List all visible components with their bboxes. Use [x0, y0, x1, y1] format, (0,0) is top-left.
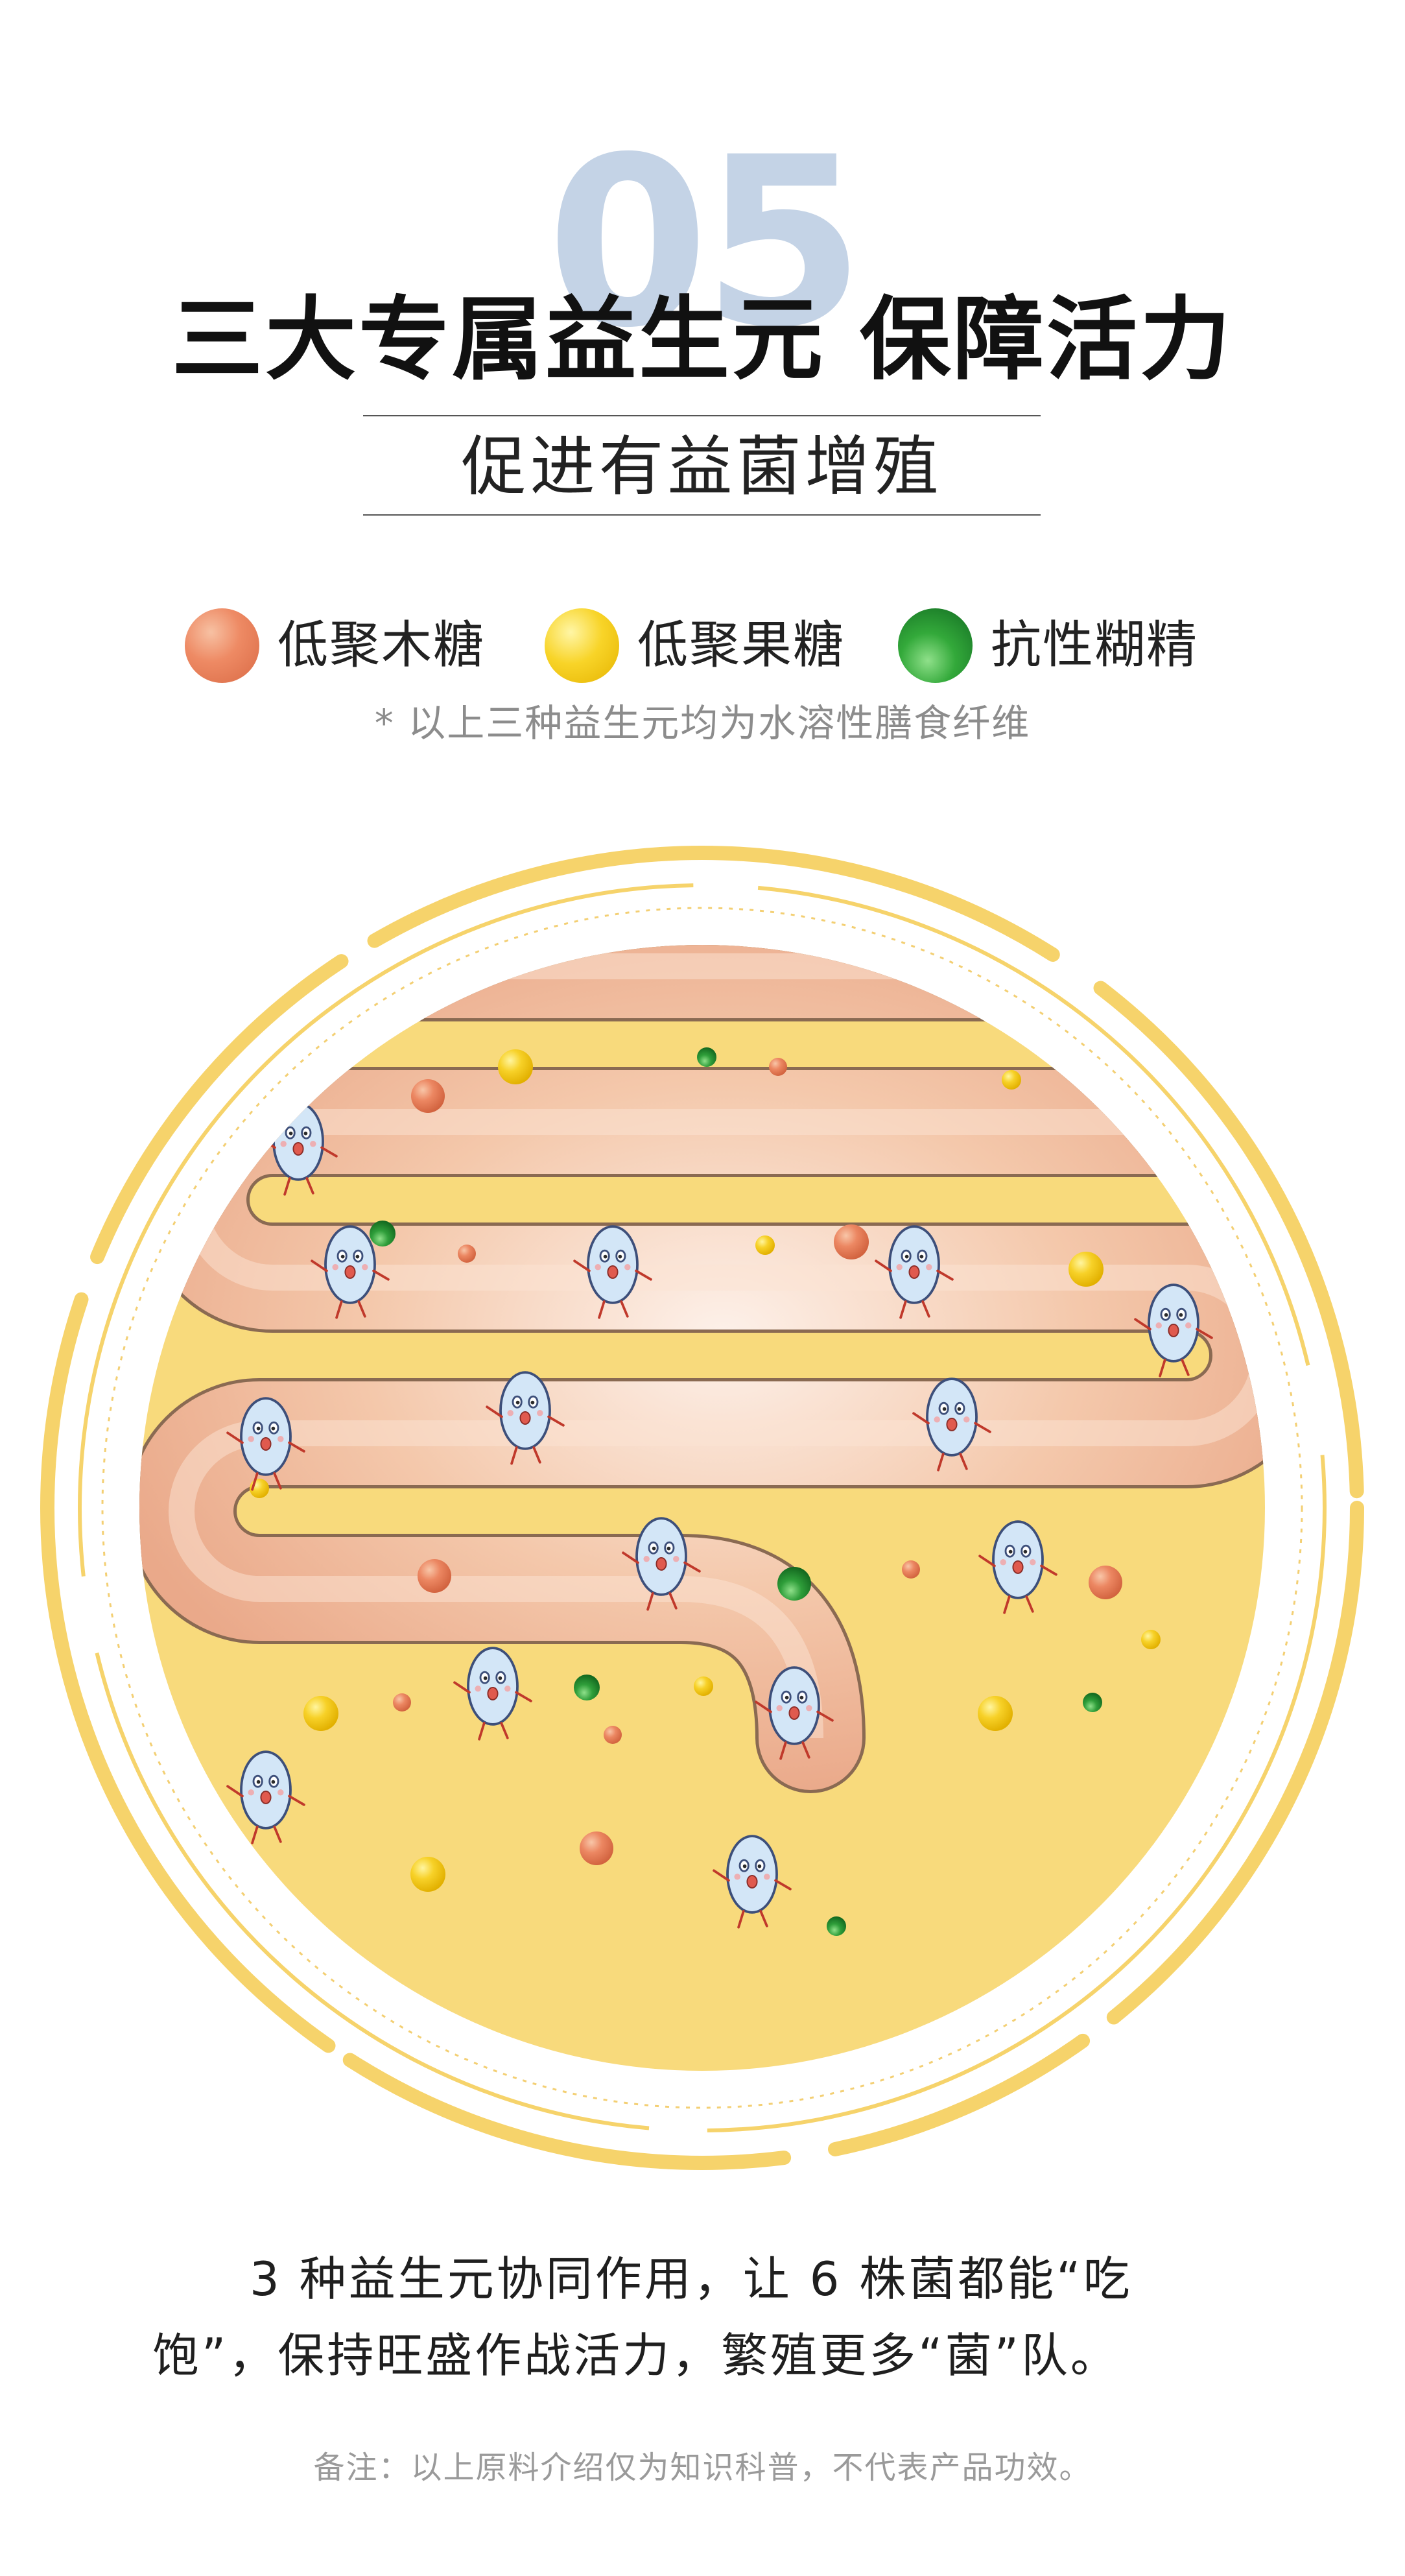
- intestine-with-probiotics-icon: [40, 846, 1364, 2170]
- disclaimer-text: 备注：以上原料介绍仅为知识科普，不代表产品功效。: [313, 2450, 1092, 2486]
- yellow-ball-icon: [545, 608, 619, 683]
- legend-item-xylo-oligosaccharide: 低聚木糖: [185, 603, 485, 687]
- description-text: 3 种益生元协同作用，让 6 株菌都能“吃饱”，保持旺盛作战活力，繁殖更多“菌”…: [152, 2252, 1133, 2383]
- section-number: 05: [547, 107, 865, 379]
- legend-label: 低聚果糖: [637, 616, 845, 674]
- orange-ball-icon: [185, 608, 259, 683]
- legend-label: 低聚木糖: [277, 616, 486, 674]
- subtitle-top-rule: [363, 415, 1041, 416]
- page-subtitle: 促进有益菌增殖: [461, 429, 943, 505]
- page-title: 三大专属益生元 保障活力: [172, 287, 1233, 393]
- green-ball-icon: [898, 608, 973, 683]
- legend-label: 抗性糊精: [991, 616, 1199, 674]
- legend-item-fructo-oligosaccharide: 低聚果糖: [545, 603, 845, 687]
- legend-footnote: * 以上三种益生元均为水溶性膳食纤维: [374, 701, 1031, 745]
- legend-item-resistant-dextrin: 抗性糊精: [898, 603, 1198, 687]
- subtitle-bottom-rule: [363, 514, 1041, 516]
